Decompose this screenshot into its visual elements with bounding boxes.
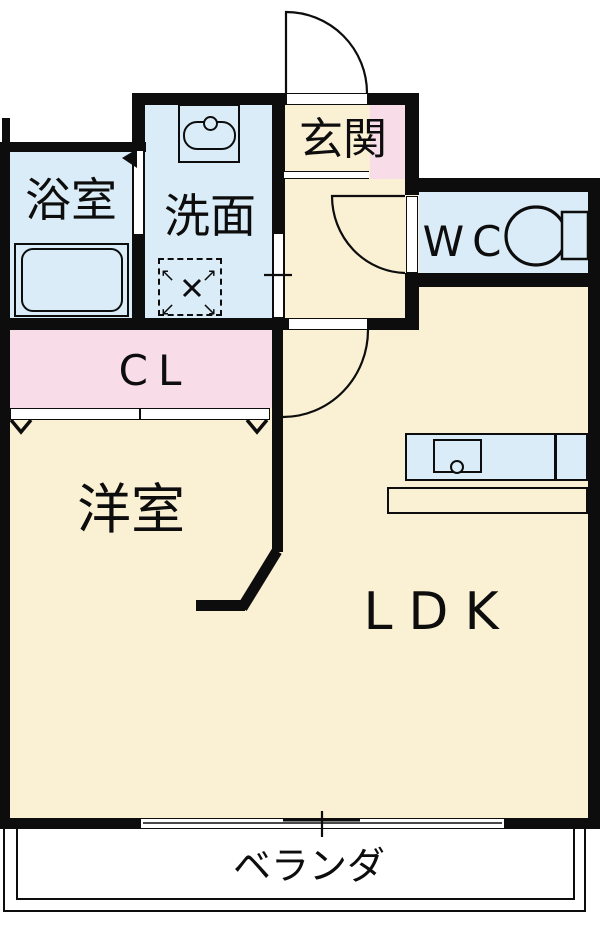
- kitchen-counter-divider: [554, 433, 557, 481]
- wall-wc-bottom: [405, 273, 600, 287]
- room-bathroom-floor: [10, 152, 132, 318]
- kitchen-counter: [405, 433, 588, 481]
- balcony-window: [140, 818, 505, 829]
- room-washroom-floor: [145, 105, 272, 318]
- wall-wc-top: [405, 178, 600, 192]
- room-label-wc: WC: [422, 217, 510, 266]
- room-label-washroom: 洗面: [164, 189, 256, 243]
- wall-right: [588, 178, 600, 829]
- washing-machine-space-icon: [158, 258, 222, 316]
- room-label-bathroom: 浴室: [25, 173, 117, 227]
- bathtub-icon: [14, 243, 129, 317]
- bath-door-opening: [133, 150, 144, 235]
- wall-bottom-right: [505, 818, 600, 829]
- kitchen-faucet-icon: [450, 460, 464, 474]
- room-label-western-room: 洋室: [77, 478, 185, 541]
- wall-bottom-left: [0, 818, 140, 829]
- washroom-door-opening: [273, 233, 284, 318]
- room-entrance-floor: [285, 105, 373, 179]
- entrance-door-arc: [284, 10, 369, 94]
- room-label-entrance: 玄関: [299, 114, 387, 165]
- bathtub-inner-icon: [21, 248, 123, 312]
- wall-hall-right-lower: [405, 273, 419, 330]
- entrance-step-line: [284, 171, 369, 179]
- room-closet-floor: [10, 330, 272, 408]
- hall-door-opening: [288, 318, 368, 330]
- washbasin-faucet-icon: [203, 116, 218, 131]
- wall-bath-top: [0, 142, 146, 152]
- wall-washroom-top: [132, 93, 286, 105]
- room-label-ldk: LDK: [363, 582, 515, 642]
- entrance-door-opening: [286, 93, 368, 105]
- wall-room-divider-stub: [196, 600, 245, 611]
- wall-closet-top-right: [368, 318, 419, 330]
- kitchen-counter-ledge: [387, 487, 588, 514]
- room-label-veranda: ベランダ: [232, 844, 386, 888]
- wall-room-divider: [272, 318, 283, 552]
- room-label-closet: CL: [118, 346, 192, 395]
- closet-door-divider: [139, 409, 141, 419]
- wall-hall-right-upper: [405, 93, 419, 195]
- wall-left-stub: [2, 118, 10, 144]
- washbasin-icon: [178, 104, 240, 163]
- wall-left: [0, 142, 10, 828]
- wall-closet-top-left: [0, 318, 288, 330]
- entrance-shoe-cabinet: [370, 105, 407, 179]
- wc-door-opening: [406, 196, 418, 273]
